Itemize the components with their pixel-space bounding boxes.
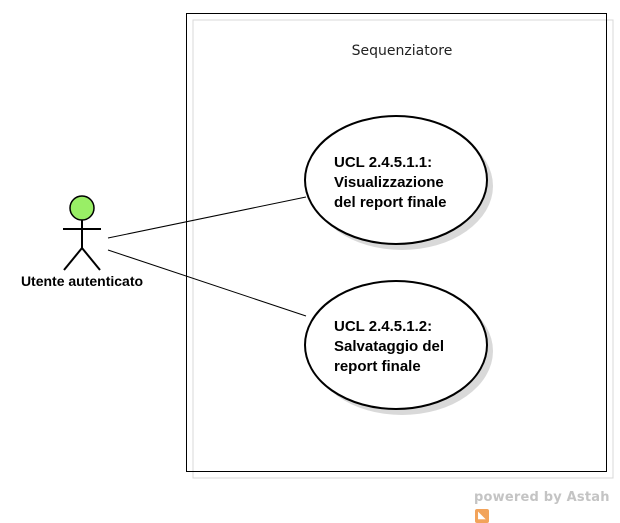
use-case-2-line-2: Salvataggio del (334, 338, 444, 355)
use-case-diagram: Sequenziatore UCL 2.4.5.1.1: Visualizzaz… (21, 13, 614, 479)
powered-by-text: powered by Astah (474, 490, 610, 505)
use-case-1-line-2: Visualizzazione (334, 174, 444, 191)
use-case-1[interactable]: UCL 2.4.5.1.1: Visualizzazione del repor… (304, 115, 493, 250)
actor-stick-figure[interactable] (63, 195, 101, 271)
association-line-2 (107, 249, 307, 317)
actor-head-icon (69, 195, 95, 221)
use-case-1-line-3: del report finale (334, 194, 447, 211)
system-boundary (186, 13, 607, 472)
use-case-2-line-3: report finale (334, 358, 421, 375)
use-case-2[interactable]: UCL 2.4.5.1.2: Salvataggio del report fi… (304, 280, 493, 415)
system-boundary-shadow (192, 19, 614, 479)
use-case-ellipse (304, 280, 488, 410)
use-case-1-line-1: UCL 2.4.5.1.1: (334, 154, 432, 171)
astah-logo-icon: ◣ (475, 509, 489, 523)
actor-name: Utente autenticato (21, 273, 143, 289)
actor-left-leg (63, 247, 83, 271)
use-case-ellipse (304, 115, 488, 245)
association-line-1 (107, 196, 307, 239)
powered-by-footer: powered by Astah ◣ (474, 490, 620, 523)
actor-right-leg (81, 247, 101, 271)
system-title: Sequenziatore (352, 43, 453, 59)
use-case-2-line-1: UCL 2.4.5.1.2: (334, 318, 432, 335)
